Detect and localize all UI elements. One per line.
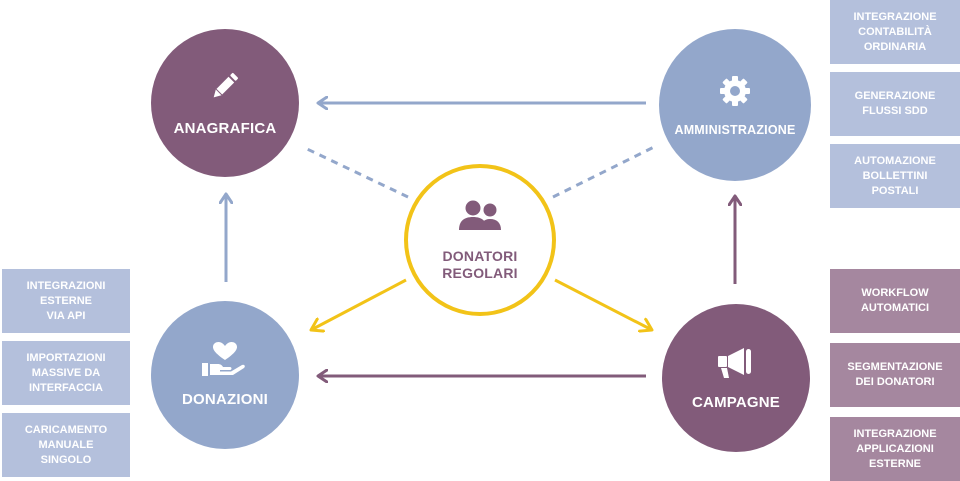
people-icon [456, 199, 504, 236]
megaphone-icon [716, 345, 756, 384]
dashed-link-center-anagrafica [304, 146, 409, 199]
node-campagne: CAMPAGNE [662, 304, 810, 452]
amministrazione-feature-box: INTEGRAZIONE CONTABILITÀ ORDINARIA [830, 0, 960, 64]
amministrazione-feature-box: GENERAZIONE FLUSSI SDD [830, 72, 960, 136]
donazioni-feature-box: IMPORTAZIONI MASSIVE DA INTERFACCIA [2, 341, 130, 405]
node-donatori-regolari: DONATORI REGOLARI [404, 164, 556, 316]
node-label: AMMINISTRAZIONE [674, 122, 796, 137]
node-amministrazione: AMMINISTRAZIONE [659, 29, 811, 181]
amministrazione-feature-box: AUTOMAZIONE BOLLETTINI POSTALI [830, 144, 960, 208]
node-donazioni: DONAZIONI [151, 301, 299, 449]
donazioni-feature-box: CARICAMENTO MANUALE SINGOLO [2, 413, 130, 477]
pencil-icon [208, 69, 242, 108]
campagne-feature-box: SEGMENTAZIONE DEI DONATORI [830, 343, 960, 407]
node-anagrafica: ANAGRAFICA [151, 29, 299, 177]
node-label: DONAZIONI [182, 391, 268, 408]
heart-hand-icon [202, 342, 248, 381]
gear-icon [718, 74, 752, 113]
node-label: CAMPAGNE [692, 394, 780, 411]
donazioni-feature-box: INTEGRAZIONI ESTERNE VIA API [2, 269, 130, 333]
node-label: ANAGRAFICA [173, 120, 277, 137]
campagne-feature-box: WORKFLOW AUTOMATICI [830, 269, 960, 333]
node-label: DONATORI REGOLARI [442, 247, 518, 281]
campagne-feature-box: INTEGRAZIONE APPLICAZIONI ESTERNE [830, 417, 960, 481]
dashed-link-center-amministrazione [552, 144, 657, 199]
arrow-center-to-campagne [554, 278, 652, 330]
arrow-center-to-donazioni [311, 278, 407, 330]
